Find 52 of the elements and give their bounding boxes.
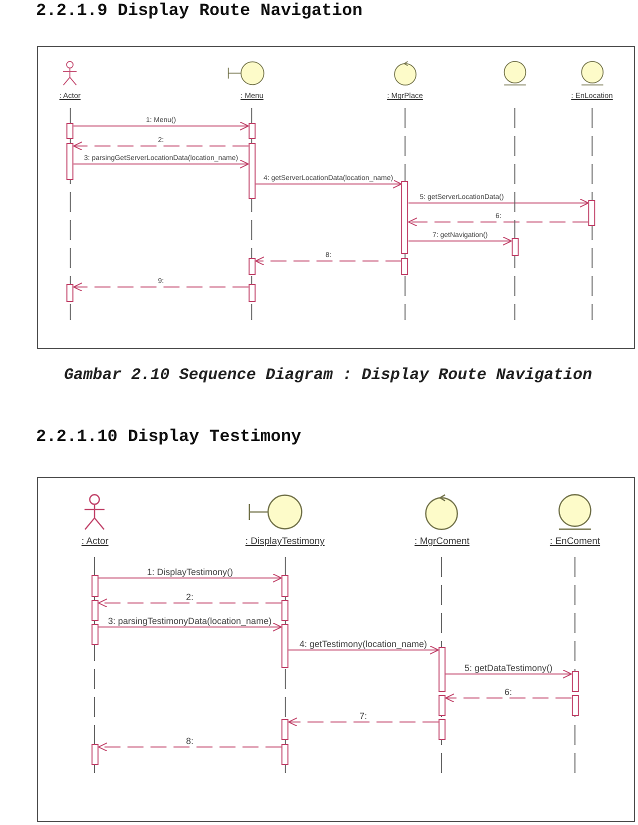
activation-bar [66,143,74,180]
activation-bar [282,719,288,740]
return-message-arrow [408,218,589,226]
message-arrow [408,236,512,246]
message-label: 3: parsingTestimonyData(location_name) [106,616,273,626]
return-message-arrow [73,142,249,150]
activation-bar [402,181,408,254]
figure-caption: Gambar 2.10 Sequence Diagram : Display Route Navigation [64,366,592,386]
activation-bar [248,123,256,139]
message-label: 5: getDataTestimony() [463,662,554,673]
message-label: 6: [503,686,513,697]
message-arrow [73,160,249,168]
activation-bar [92,600,98,621]
message-arrow [288,646,439,654]
activation-bar [512,238,518,256]
activation-bar [92,624,98,645]
object-name: : DisplayTestimony [245,537,325,548]
activation-bar [588,200,596,226]
section-heading: 2.2.1.10 Display Testimony [36,428,302,448]
activation-bar [66,123,74,139]
message-arrow [255,180,402,188]
return-message-arrow [288,718,439,726]
message-arrow [445,670,572,678]
activation-bar [66,284,74,302]
return-message-arrow [98,742,282,752]
activation-bar [248,143,256,199]
object-name: : MgrComent [414,537,470,548]
activation-bar [282,624,288,668]
activation-bar [92,744,98,765]
activation-bar [282,575,288,597]
activation-bar [438,695,446,716]
message-arrow [73,122,249,130]
return-message-arrow [73,282,249,292]
activation-bar [438,719,446,740]
object-name: : Actor [82,537,108,548]
return-message-arrow [255,256,402,266]
message-arrow [98,622,282,632]
object-name: : EnComent [550,537,600,548]
message-arrow [98,574,282,582]
activation-bar [248,284,256,302]
activation-bar [282,600,288,621]
activation-bar [248,258,256,275]
activation-bar [402,258,408,275]
return-message-arrow [98,598,282,608]
message-arrow [408,198,589,208]
message-label: 4: getTestimony(location_name) [298,638,428,649]
return-message-arrow [445,694,572,702]
message-label: 7: [358,710,368,721]
activation-bar [282,744,288,765]
activation-bar [438,647,446,692]
section-heading: 2.2.1.9 Display Route Navigation [36,2,362,22]
activation-bar [92,575,98,597]
